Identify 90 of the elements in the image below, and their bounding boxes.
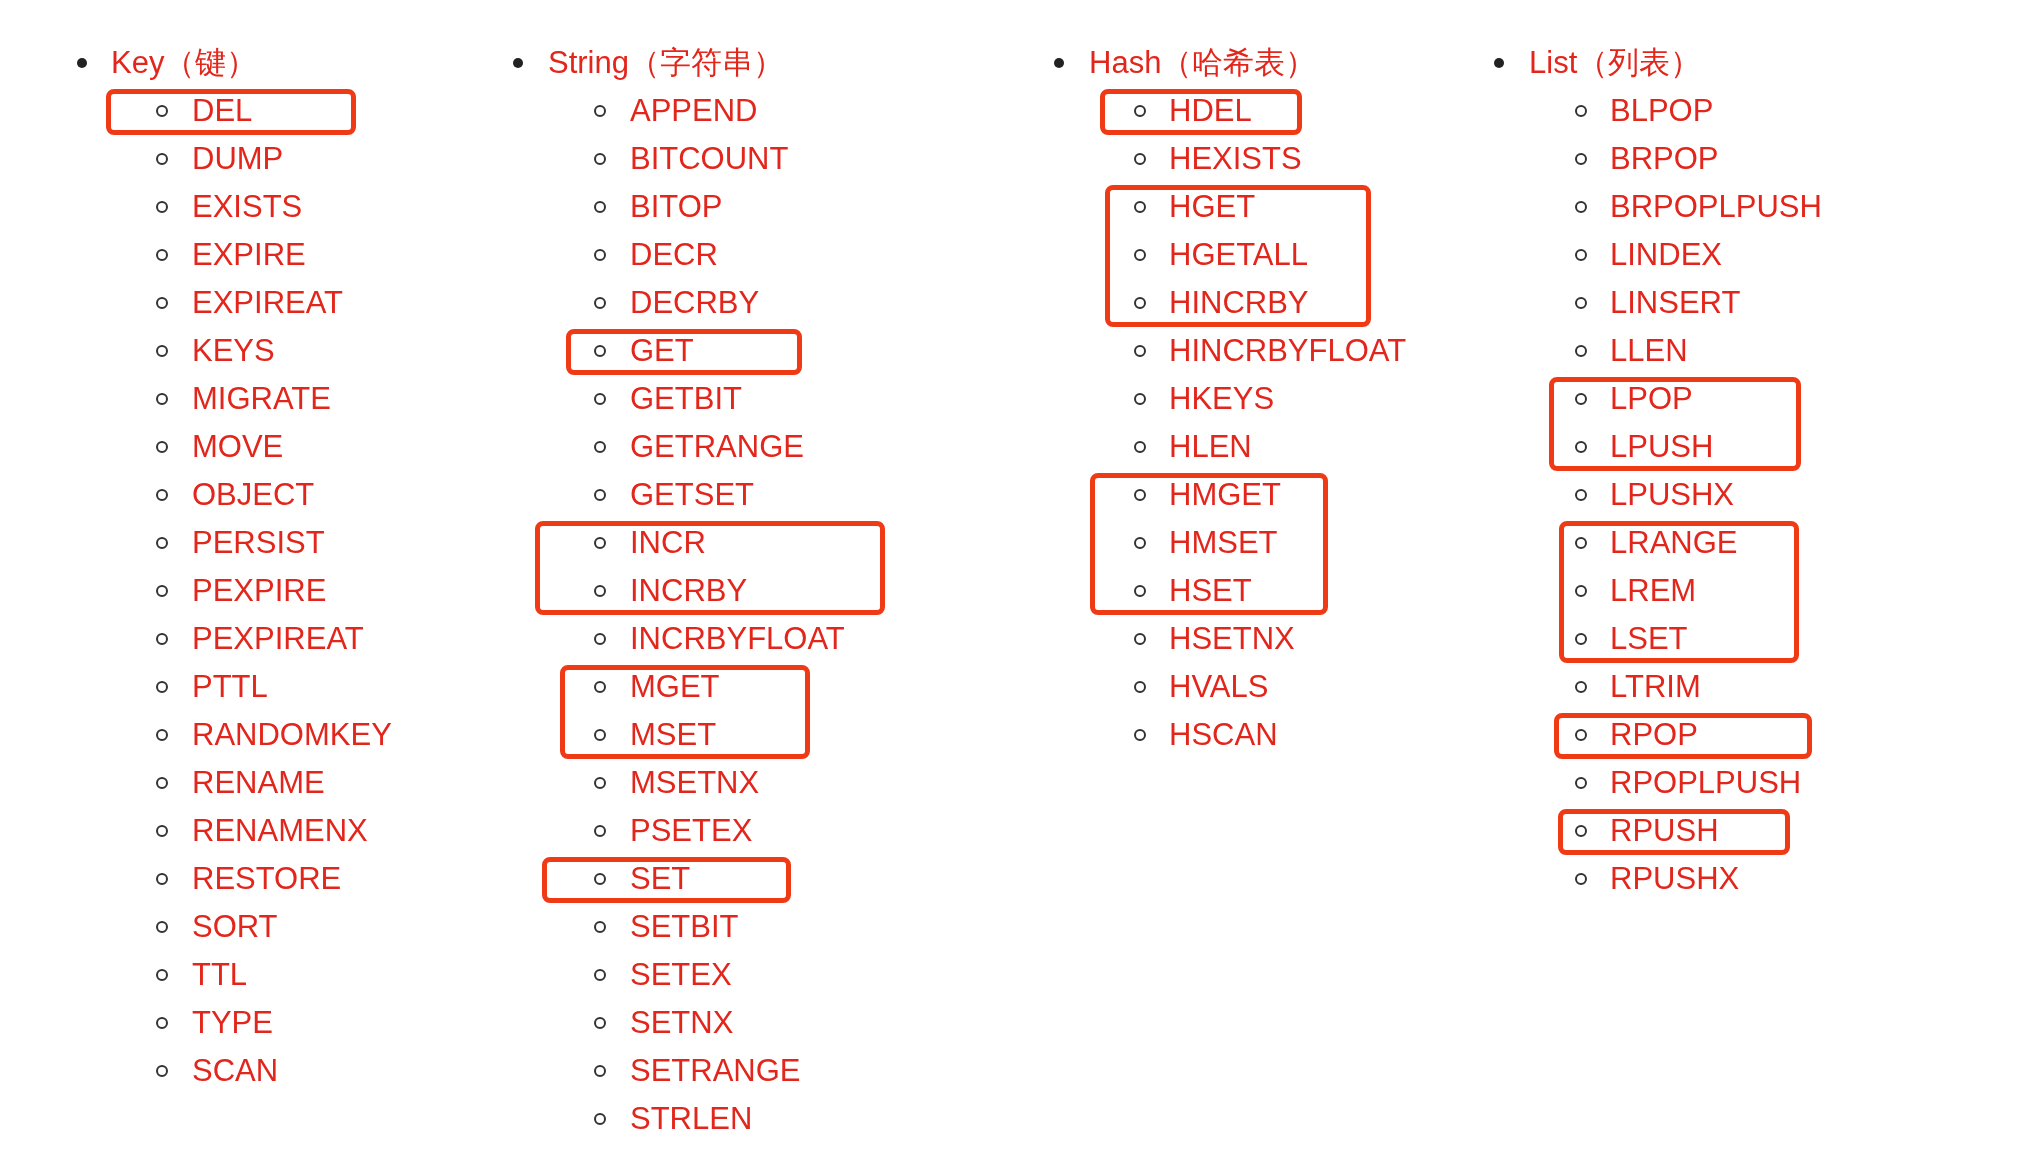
list-item: LREM: [1610, 572, 1697, 610]
list-item: HVALS: [1169, 668, 1269, 706]
list-item: SCAN: [192, 1052, 279, 1090]
list-item: PERSIST: [192, 524, 325, 562]
list-item: PSETEX: [630, 812, 753, 850]
list-item: LLEN: [1610, 332, 1688, 370]
list-item: INCRBY: [630, 572, 748, 610]
list-item: BITOP: [630, 188, 723, 226]
list-heading: Key（键）: [111, 44, 258, 82]
list-item: EXPIREAT: [192, 284, 344, 322]
list-item: HMGET: [1169, 476, 1281, 514]
list-item: RPOPLPUSH: [1610, 764, 1802, 802]
highlight-box: [1558, 809, 1790, 855]
list-item: HGETALL: [1169, 236, 1308, 274]
highlight-box: [1559, 521, 1799, 663]
list-item: HLEN: [1169, 428, 1252, 466]
highlight-box: [1090, 473, 1328, 615]
list-item: SETRANGE: [630, 1052, 801, 1090]
list-item: LSET: [1610, 620, 1688, 658]
list-item: LTRIM: [1610, 668, 1701, 706]
list-item: GETRANGE: [630, 428, 804, 466]
list-item: EXISTS: [192, 188, 303, 226]
list-item: HGET: [1169, 188, 1256, 226]
list-item: KEYS: [192, 332, 275, 370]
list-item: BRPOP: [1610, 140, 1719, 178]
list-item: LPUSH: [1610, 428, 1714, 466]
list-item: HDEL: [1169, 92, 1252, 130]
list-item: HSCAN: [1169, 716, 1278, 754]
list-item: RPUSH: [1610, 812, 1719, 850]
list-item: DECRBY: [630, 284, 760, 322]
highlight-box: [1100, 89, 1302, 135]
list-item: GET: [630, 332, 694, 370]
list-item: RENAMENX: [192, 812, 368, 850]
list-item: SETEX: [630, 956, 732, 994]
list-item: STRLEN: [630, 1100, 753, 1138]
highlight-box: [1554, 713, 1812, 759]
list-item: INCRBYFLOAT: [630, 620, 845, 658]
list-item: DEL: [192, 92, 253, 130]
list-item: SETBIT: [630, 908, 739, 946]
highlight-box: [535, 521, 885, 615]
list-item: TTL: [192, 956, 248, 994]
list-item: RANDOMKEY: [192, 716, 392, 754]
list-item: MIGRATE: [192, 380, 331, 418]
list-item: OBJECT: [192, 476, 315, 514]
list-item: PTTL: [192, 668, 268, 706]
list-item: BITCOUNT: [630, 140, 789, 178]
highlight-box: [560, 665, 810, 759]
list-item: GETBIT: [630, 380, 742, 418]
list-item: LINSERT: [1610, 284, 1741, 322]
list-item: MSET: [630, 716, 717, 754]
list-item: HINCRBYFLOAT: [1169, 332, 1407, 370]
list-item: INCR: [630, 524, 706, 562]
list-heading: String（字符串）: [548, 44, 784, 82]
list-item: PEXPIRE: [192, 572, 327, 610]
list-item: TYPE: [192, 1004, 273, 1042]
list-item: RESTORE: [192, 860, 342, 898]
list-item: LPOP: [1610, 380, 1693, 418]
list-item: RENAME: [192, 764, 325, 802]
list-item: LPUSHX: [1610, 476, 1735, 514]
highlight-box: [1105, 185, 1371, 327]
list-item: BLPOP: [1610, 92, 1714, 130]
list-item: MGET: [630, 668, 720, 706]
list-item: SETNX: [630, 1004, 734, 1042]
list-item: APPEND: [630, 92, 758, 130]
list-item: RPUSHX: [1610, 860, 1740, 898]
highlight-box: [1549, 377, 1801, 471]
list-item: LINDEX: [1610, 236, 1722, 274]
list-heading: Hash（哈希表）: [1089, 44, 1317, 82]
highlight-box: [106, 89, 356, 135]
list-item: RPOP: [1610, 716, 1698, 754]
list-item: HKEYS: [1169, 380, 1275, 418]
list-item: MOVE: [192, 428, 284, 466]
list-item: LRANGE: [1610, 524, 1738, 562]
highlight-box: [542, 857, 791, 903]
list-item: HMSET: [1169, 524, 1278, 562]
list-item: HINCRBY: [1169, 284, 1309, 322]
list-item: GETSET: [630, 476, 754, 514]
list-item: SORT: [192, 908, 278, 946]
list-item: DECR: [630, 236, 718, 274]
list-item: BRPOPLPUSH: [1610, 188, 1822, 226]
list-item: DUMP: [192, 140, 284, 178]
list-item: MSETNX: [630, 764, 760, 802]
list-item: SET: [630, 860, 691, 898]
list-item: HSET: [1169, 572, 1252, 610]
list-item: PEXPIREAT: [192, 620, 364, 658]
list-item: HEXISTS: [1169, 140, 1302, 178]
highlight-box: [566, 329, 802, 375]
list-item: EXPIRE: [192, 236, 306, 274]
list-heading: List（列表）: [1529, 44, 1702, 82]
list-item: HSETNX: [1169, 620, 1295, 658]
